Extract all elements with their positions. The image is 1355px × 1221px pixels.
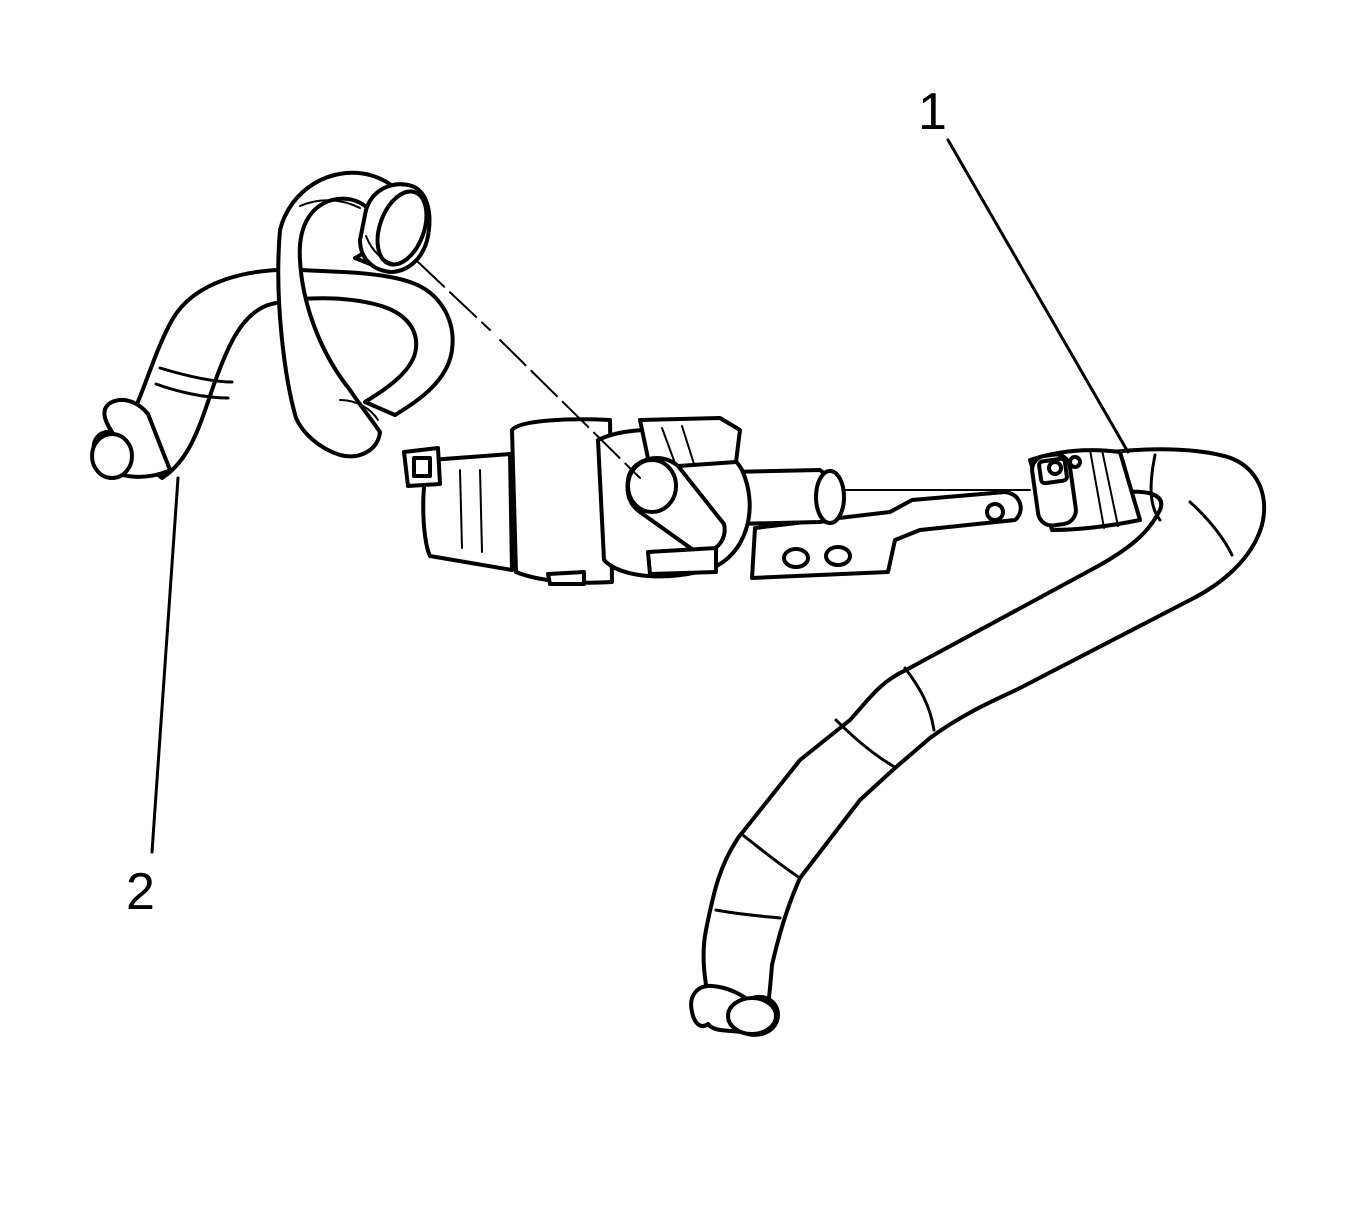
callout-label-2: 2 bbox=[126, 863, 155, 921]
auxiliary-coolant-pump-icon bbox=[402, 416, 1031, 586]
callout-label-1: 1 bbox=[918, 83, 947, 141]
hose-1-icon bbox=[689, 447, 1267, 1037]
assembly-guide-line bbox=[417, 261, 641, 479]
hose-2-icon bbox=[90, 170, 455, 480]
leader-line-2 bbox=[150, 476, 180, 854]
leader-line-1 bbox=[946, 138, 1130, 454]
